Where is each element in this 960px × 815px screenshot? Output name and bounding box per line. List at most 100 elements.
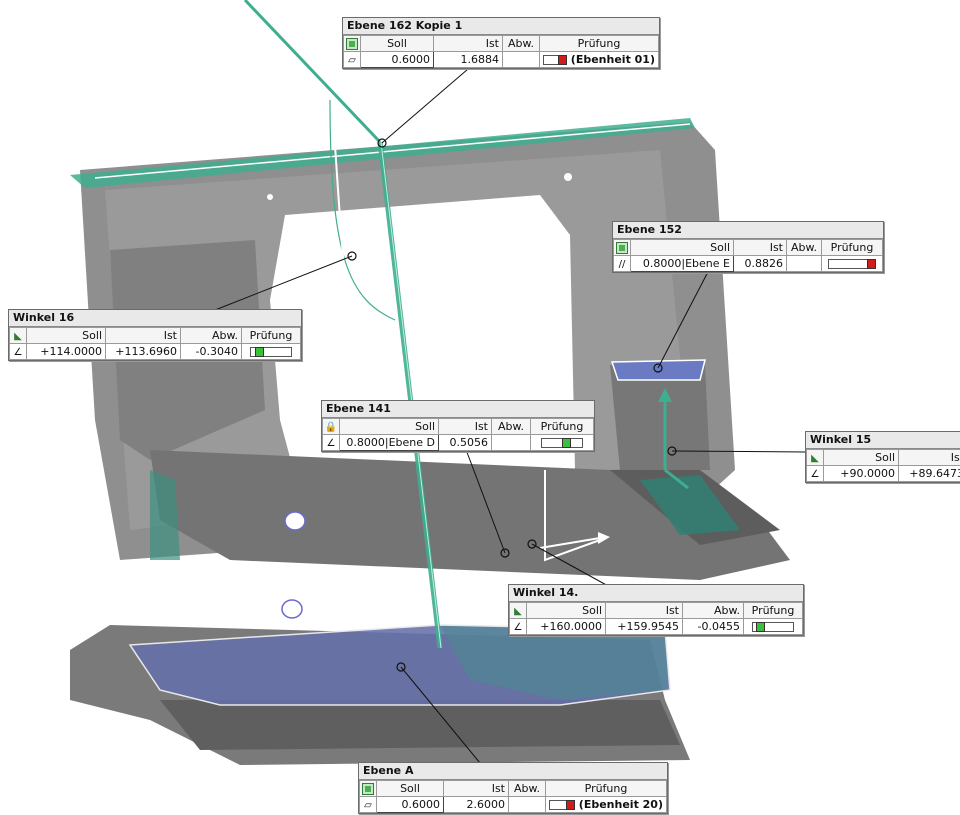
- callout-winkel-14[interactable]: Winkel 14. ◣ Soll Ist Abw. Prüfung ∠ +16…: [508, 584, 804, 636]
- col-soll: Soll: [630, 239, 734, 256]
- value-ist: 0.5056: [438, 434, 492, 451]
- callout-ebene-a[interactable]: Ebene A Soll Ist Abw. Prüfung ▱ 0.6000 2…: [358, 762, 668, 814]
- angle-green-icon: ◣: [509, 602, 527, 619]
- col-pruefung: Prüfung: [241, 327, 301, 344]
- status-bar: [543, 54, 567, 65]
- pruefung-cell: (Ebenheit 01): [539, 51, 659, 68]
- status-bar: [541, 438, 583, 448]
- value-soll: +114.0000: [26, 343, 106, 360]
- pruefung-label: (Ebenheit 01): [570, 53, 655, 66]
- callout-title: Winkel 15: [806, 432, 960, 449]
- callout-title: Ebene 141: [322, 401, 594, 418]
- callout-ebene-141[interactable]: Ebene 141 🔒 Soll Ist Abw. Prüfung ∠ 0.80…: [321, 400, 595, 452]
- leader-winkel14: [531, 543, 611, 588]
- callout-title: Ebene 162 Kopie 1: [343, 18, 659, 35]
- col-pruefung: Prüfung: [530, 418, 594, 435]
- pruefung-cell: [821, 255, 883, 272]
- flatness-symbol-icon: ▱: [359, 796, 377, 813]
- col-ist: Ist: [898, 449, 960, 466]
- normal-arrow-2: [664, 468, 689, 490]
- anchor-ebeneA: [396, 662, 406, 672]
- angularity-symbol-icon: ∠: [322, 434, 340, 451]
- col-soll: Soll: [339, 418, 439, 435]
- flatness-green-icon: [343, 35, 361, 52]
- leader-ebene152: [657, 267, 711, 369]
- value-abw: -0.3040: [180, 343, 242, 360]
- pruefung-label: (Ebenheit 20): [578, 798, 663, 811]
- probe-vertical-white: [544, 470, 601, 562]
- col-pruefung: Prüfung: [539, 35, 659, 52]
- leader-ebene162: [381, 62, 476, 144]
- value-soll: 0.6000: [360, 51, 434, 68]
- col-soll: Soll: [526, 602, 606, 619]
- flatness-green-icon: [359, 780, 377, 797]
- anchor-points: [347, 138, 677, 672]
- value-abw: -0.0455: [682, 618, 744, 635]
- right-column[interactable]: [610, 365, 710, 470]
- value-abw: [491, 434, 531, 451]
- status-marker: [255, 347, 264, 357]
- status-bar: [549, 799, 575, 810]
- status-marker: [756, 622, 765, 632]
- leader-winkel16: [209, 255, 353, 313]
- status-bar: [828, 259, 876, 269]
- top-plane-edge: [94, 123, 691, 179]
- value-soll: 0.8000|Ebene D: [339, 434, 439, 451]
- pruefung-cell: (Ebenheit 20): [545, 796, 667, 813]
- pruefung-cell: [530, 434, 594, 451]
- col-ist: Ist: [443, 780, 509, 797]
- flatness-symbol-icon: ▱: [343, 51, 361, 68]
- anchor-ebene162: [377, 138, 387, 148]
- lower-plane-outline: [128, 624, 671, 706]
- col-soll: Soll: [823, 449, 899, 466]
- value-soll: +90.0000: [823, 465, 899, 482]
- col-soll: Soll: [376, 780, 444, 797]
- teal-deviation-left: [150, 470, 180, 560]
- leader-winkel15: [671, 450, 806, 453]
- callout-title: Ebene A: [359, 763, 667, 780]
- value-ist: 1.6884: [433, 51, 503, 68]
- col-abw: Abw.: [491, 418, 531, 435]
- callout-ebene-152[interactable]: Ebene 152 Soll Ist Abw. Prüfung // 0.800…: [612, 221, 884, 273]
- col-soll: Soll: [26, 327, 106, 344]
- anchor-winkel14: [527, 539, 537, 549]
- callout-title: Winkel 16: [9, 310, 301, 327]
- normal-arrow-head: [658, 388, 672, 402]
- shelf-arrow: [539, 537, 601, 549]
- status-bar: [250, 347, 292, 357]
- angle-symbol-icon: ∠: [509, 618, 527, 635]
- status-marker: [562, 438, 571, 448]
- col-abw: Abw.: [682, 602, 744, 619]
- base-rail: [160, 700, 680, 750]
- angle-green-icon: ◣: [806, 449, 824, 466]
- value-ist: +159.9545: [605, 618, 683, 635]
- anchor-ebene152: [653, 363, 663, 373]
- hole-1: [284, 511, 306, 531]
- lower-plane-teal: [440, 625, 668, 700]
- value-soll: 0.6000: [376, 796, 444, 813]
- angle-symbol-icon: ∠: [9, 343, 27, 360]
- value-ist: +113.6960: [105, 343, 181, 360]
- col-abw: Abw.: [502, 35, 540, 52]
- arc-curve: [329, 99, 396, 321]
- callout-ebene-162[interactable]: Ebene 162 Kopie 1 Soll Ist Abw. Prüfung …: [342, 17, 660, 69]
- callout-winkel-15[interactable]: Winkel 15 ◣ Soll Ist ∠ +90.0000 +89.6473: [805, 431, 960, 483]
- status-marker: [867, 259, 876, 269]
- small-plane[interactable]: [610, 359, 706, 381]
- flatness-green-icon: [613, 239, 631, 256]
- hole-2: [281, 599, 303, 619]
- value-abw: [508, 796, 546, 813]
- col-ist: Ist: [605, 602, 683, 619]
- col-soll: Soll: [360, 35, 434, 52]
- axis-line-highlight: [380, 141, 442, 649]
- value-soll: 0.8000|Ebene E: [630, 255, 734, 272]
- col-pruefung: Prüfung: [743, 602, 803, 619]
- hole-small-1: [564, 173, 572, 181]
- leader-ebene141: [464, 446, 506, 554]
- pruefung-cell: [743, 618, 803, 635]
- probe-curve: [334, 144, 356, 361]
- callout-winkel-16[interactable]: Winkel 16 ◣ Soll Ist Abw. Prüfung ∠ +114…: [8, 309, 302, 361]
- col-abw: Abw.: [786, 239, 822, 256]
- anchor-ebene141: [500, 548, 510, 558]
